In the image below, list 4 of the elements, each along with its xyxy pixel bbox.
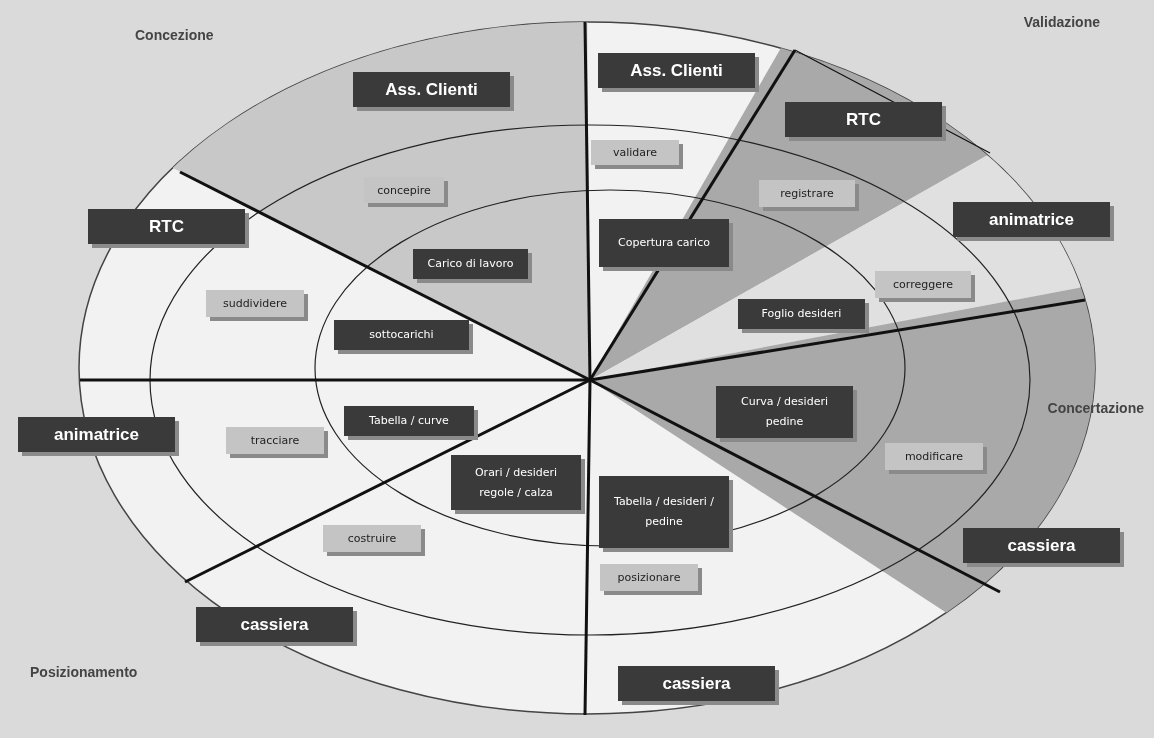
sector-title: Posizionamento (30, 664, 138, 680)
sector-title: Concertazione (1047, 400, 1144, 416)
sector-title: Validazione (1023, 14, 1100, 30)
sector-title: Concezione (135, 27, 214, 43)
